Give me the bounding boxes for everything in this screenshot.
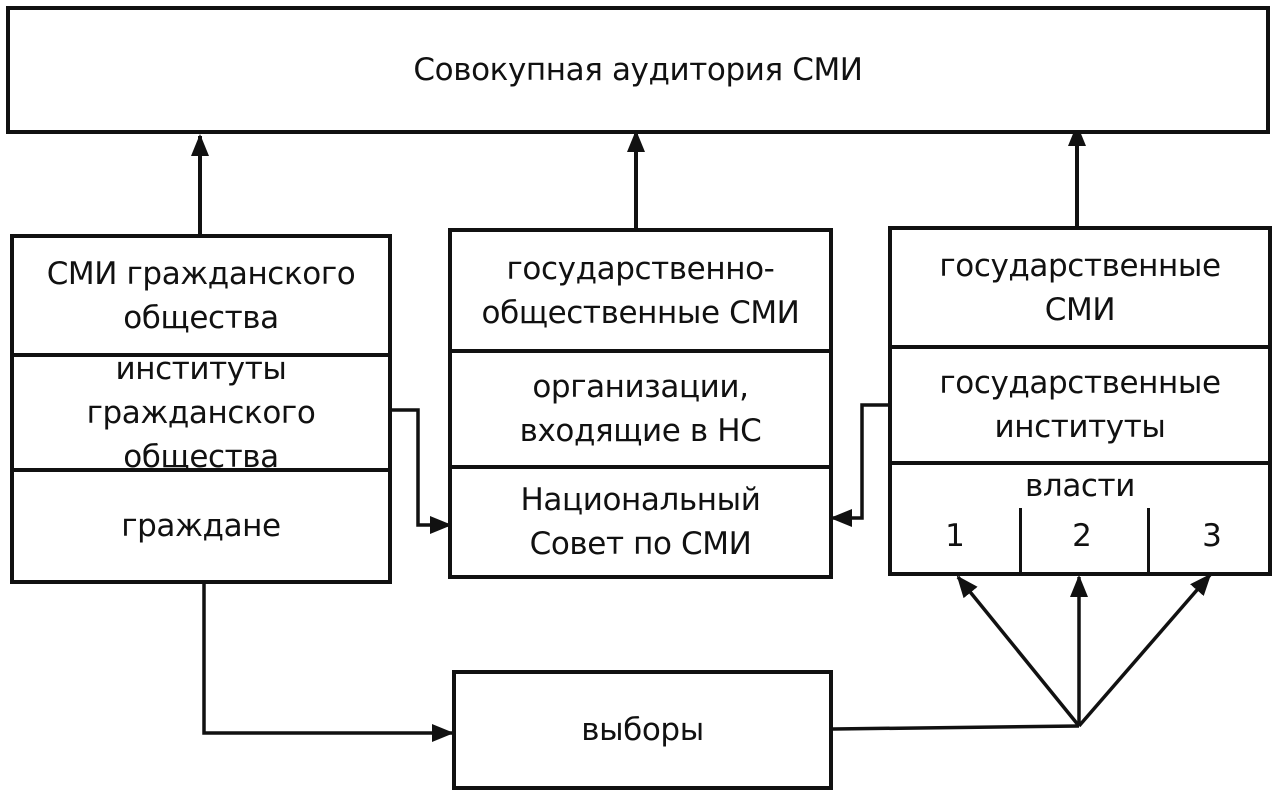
divider [452, 349, 829, 353]
divider [892, 461, 1268, 465]
civil-society-media-header: СМИ гражданского общества [46, 255, 356, 336]
branch-divider [1019, 508, 1022, 572]
state-public-column: государственно-общественные СМИ организа… [448, 228, 833, 579]
arrow-state-institutions-to-council [830, 403, 889, 527]
arrow-to-branch-1 [956, 575, 1081, 728]
state-institutions: государственные институты [939, 365, 1221, 445]
civil-society-column: СМИ гражданского общества институты граж… [10, 234, 392, 584]
civil-society-institutions: институты гражданского общества [86, 350, 316, 475]
divider [14, 468, 388, 472]
authorities-title: власти [1025, 468, 1135, 504]
branch-1-label: 1 [945, 518, 965, 554]
state-column: государственные СМИ государственные инст… [888, 226, 1272, 576]
divider [452, 465, 829, 469]
branch-divider [1147, 508, 1150, 572]
arrow-civil-institutions-to-council [392, 408, 452, 534]
branch-2-label: 2 [1072, 518, 1092, 554]
citizens-cell: граждане [121, 508, 281, 544]
branch-3-label: 3 [1202, 518, 1222, 554]
total-audience-label: Совокупная аудитория СМИ [413, 52, 863, 88]
council-member-organizations: организации, входящие в НС [519, 369, 762, 449]
national-media-council: Национальный Совет по СМИ [520, 482, 761, 562]
divider [892, 345, 1268, 349]
elections-label: выборы [581, 712, 704, 748]
state-public-media-header: государственно-общественные СМИ [481, 250, 800, 331]
divider [14, 353, 388, 357]
arrow-citizens-to-elections [202, 582, 454, 742]
state-media-header: государственные СМИ [939, 247, 1221, 328]
elections-box: выборы [452, 670, 833, 790]
arrow-to-branch-3 [1077, 573, 1212, 728]
line-elections-to-junction [832, 724, 1080, 731]
total-audience-box: Совокупная аудитория СМИ [6, 6, 1270, 134]
